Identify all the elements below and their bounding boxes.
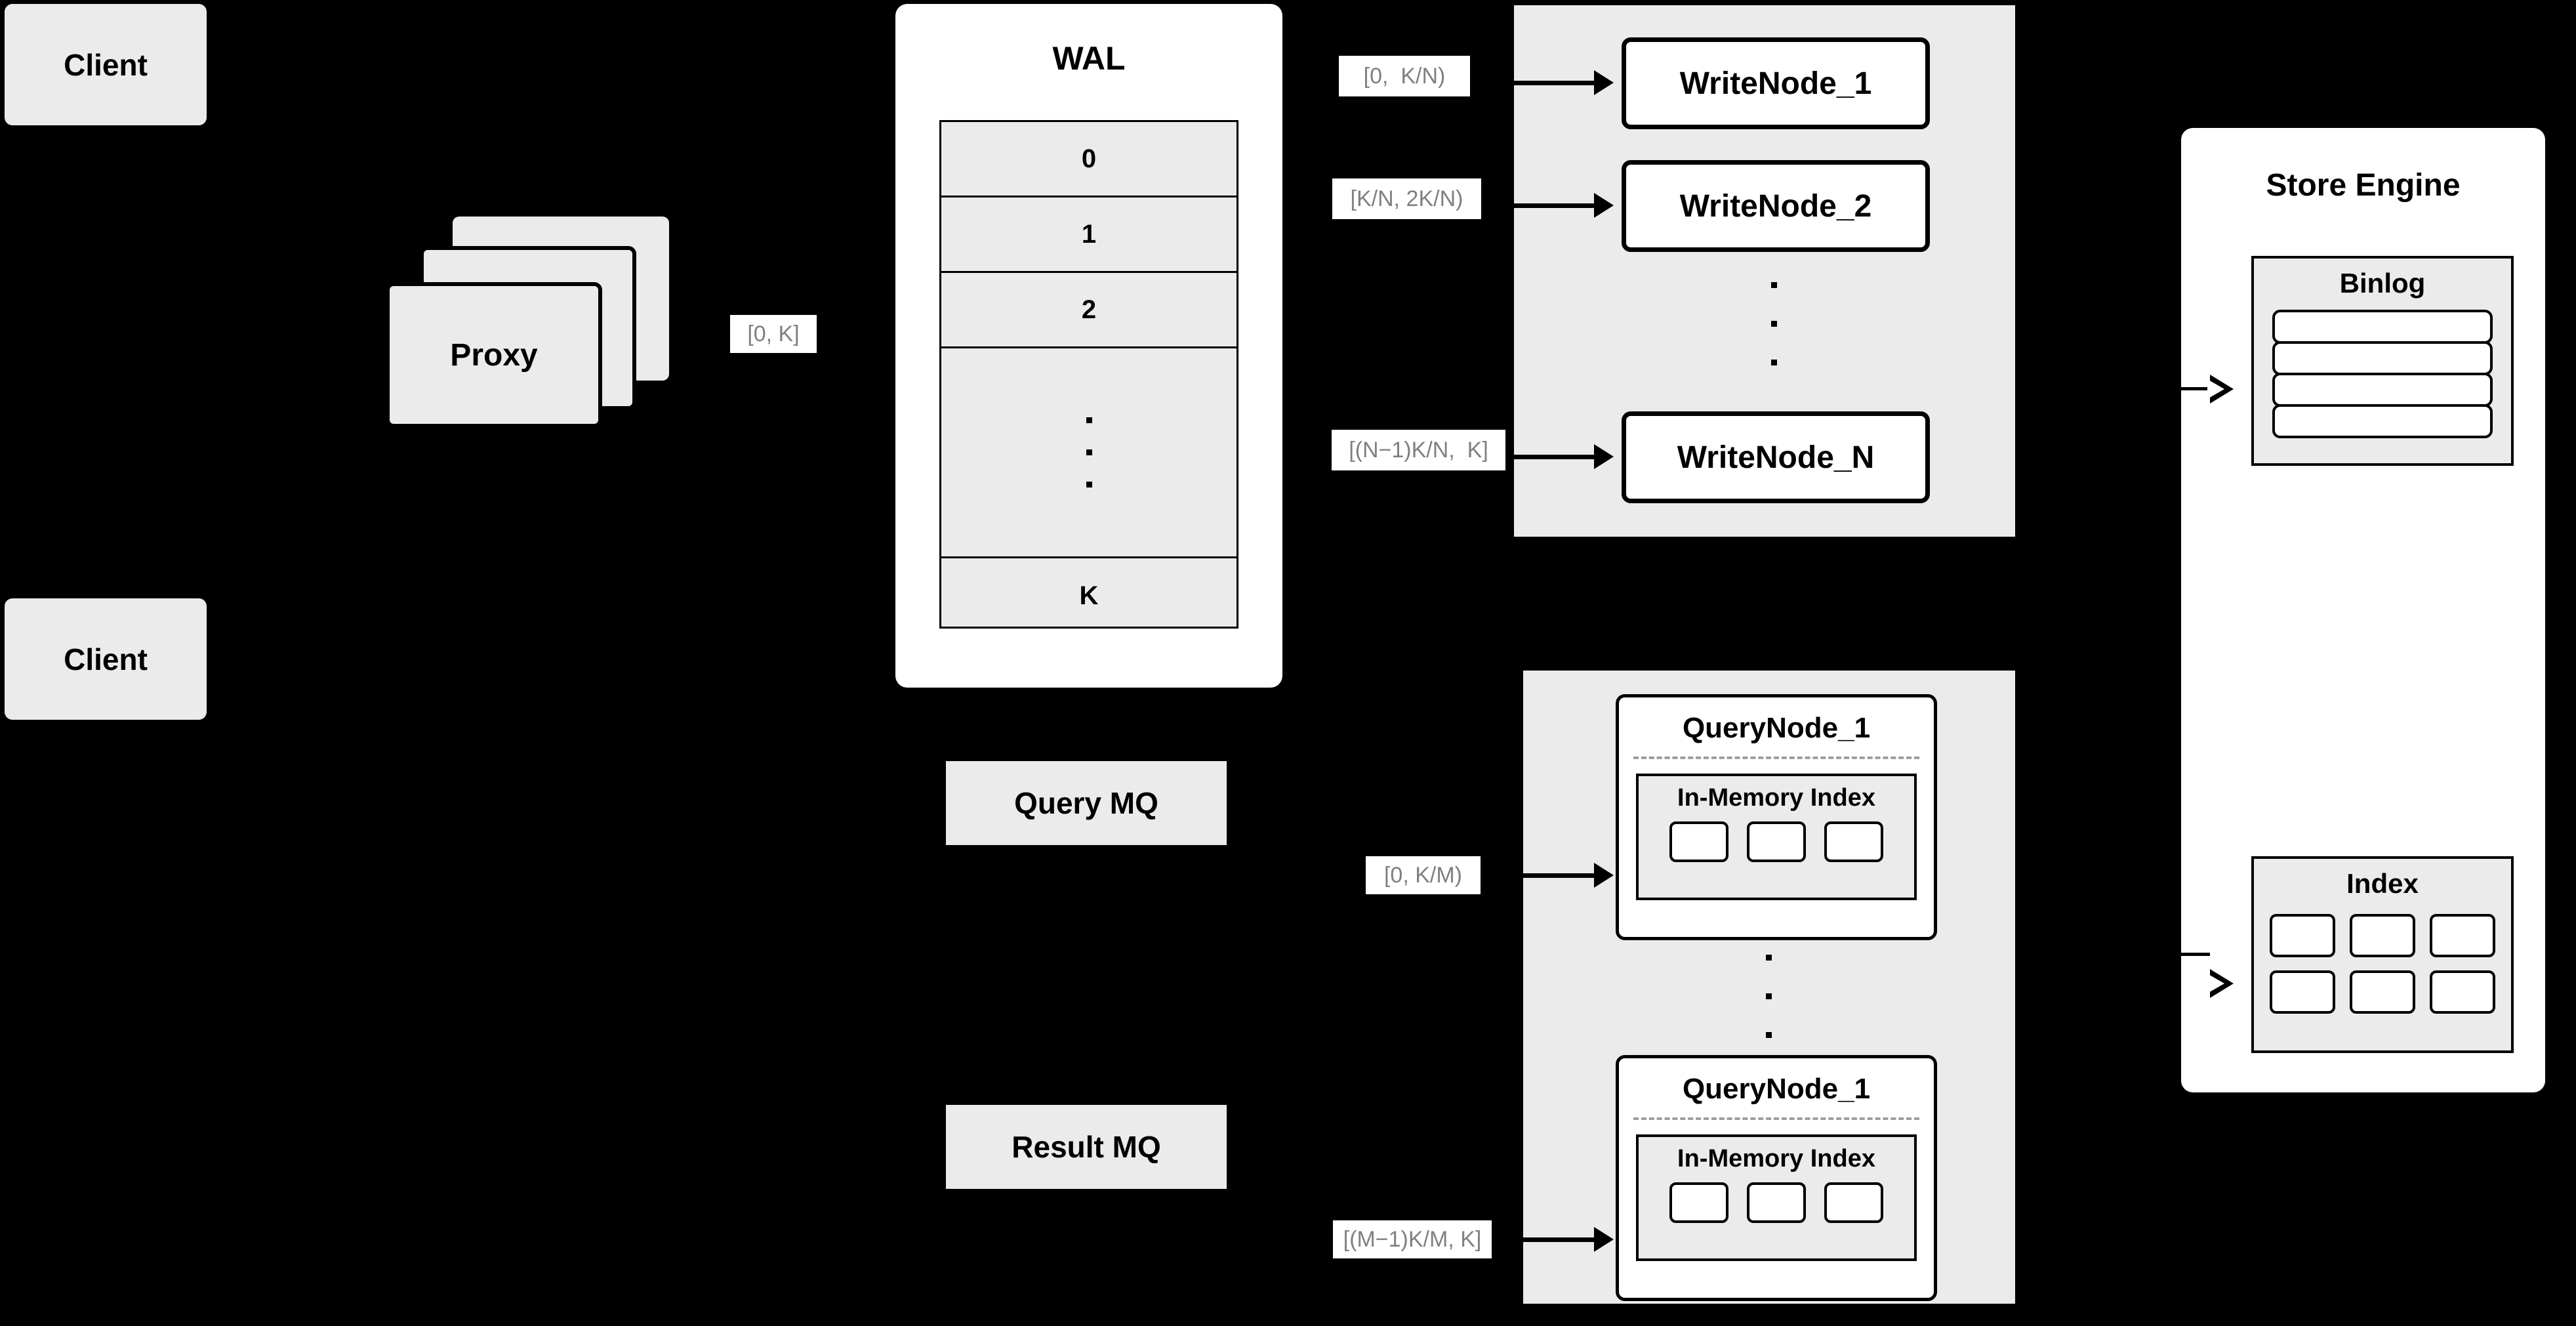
store-index-cell: [2350, 970, 2415, 1014]
query-node-m-index-cell: [1824, 1182, 1883, 1223]
query-mq-box: Query MQ: [946, 761, 1227, 845]
write-node-2-box: WriteNode_2: [1622, 160, 1930, 252]
query-node-1-index-cell: [1824, 821, 1883, 862]
write-node-2-arrow-line: [1502, 203, 1594, 208]
query-node-1-index-cell: [1747, 821, 1806, 862]
wal-title: WAL: [895, 39, 1282, 77]
write-node-n-arrow-line: [1509, 455, 1594, 459]
client-label-1: Client: [64, 47, 148, 82]
wal-table: 0 1 2 K: [939, 120, 1238, 629]
proxy-range-text: [0, K]: [747, 321, 800, 346]
query-node-1-box: QueryNode_1 In-Memory Index: [1616, 694, 1937, 940]
query-node-m-arrow-head: [1594, 1227, 1614, 1252]
proxy-box: Proxy: [386, 282, 602, 428]
query-node-m-separator: [1633, 1117, 1919, 1120]
store-index-cell: [2430, 914, 2495, 957]
wal-row-label-1: 1: [1081, 219, 1097, 249]
write-node-1-box: WriteNode_1: [1622, 37, 1930, 129]
query-node-1-arrow-line: [1507, 873, 1594, 878]
client-box-2: Client: [5, 598, 207, 720]
query-node-1-range-text: [0, K/M): [1383, 862, 1463, 888]
write-node-1-label: WriteNode_1: [1679, 66, 1872, 101]
write-node-2-arrow-head: [1594, 193, 1614, 218]
query-node-1-index-title: In-Memory Index: [1677, 784, 1875, 812]
index-arrow-line: [2181, 953, 2210, 956]
wal-row-k: K: [941, 558, 1237, 634]
store-engine-title: Store Engine: [2181, 167, 2545, 203]
store-engine-title-text: Store Engine: [2266, 168, 2461, 203]
wal-row-ellipsis: [941, 348, 1237, 558]
query-cluster-ellipsis-icon: [1766, 955, 1772, 1038]
write-node-1-range-text: [0, K/N): [1363, 63, 1446, 89]
write-node-1-arrow-line: [1496, 81, 1594, 85]
binlog-title: Binlog: [2339, 268, 2426, 299]
store-index-cell: [2270, 914, 2335, 957]
query-node-m-range-label: [(M−1)K/M, K]: [1333, 1220, 1492, 1258]
query-node-1-index-group: In-Memory Index: [1636, 774, 1917, 900]
binlog-group: Binlog: [2251, 256, 2514, 466]
query-node-1-range-label: [0, K/M): [1366, 856, 1481, 894]
query-node-m-range-text: [(M−1)K/M, K]: [1343, 1226, 1482, 1252]
query-node-1-label: QueryNode_1: [1682, 712, 1871, 744]
wal-row-2: 2: [941, 273, 1237, 348]
wal-title-text: WAL: [1052, 40, 1126, 77]
write-node-n-range-text: [(N−1)K/N, K]: [1349, 437, 1488, 463]
write-node-n-label: WriteNode_N: [1677, 440, 1875, 475]
query-node-m-label: QueryNode_1: [1682, 1073, 1871, 1105]
query-node-1-separator: [1633, 756, 1919, 759]
query-node-1-index-cell: [1669, 821, 1728, 862]
store-index-cell: [2270, 970, 2335, 1014]
write-node-1-range-label: [0, K/N): [1339, 56, 1470, 96]
store-index-cell: [2430, 970, 2495, 1014]
write-node-n-range-label: [(N−1)K/N, K]: [1332, 430, 1505, 470]
result-mq-label: Result MQ: [1012, 1130, 1161, 1164]
write-cluster-ellipsis-icon: [1771, 282, 1777, 365]
wal-row-1: 1: [941, 197, 1237, 273]
wal-row-0: 0: [941, 122, 1237, 197]
query-node-m-index-title: In-Memory Index: [1677, 1145, 1875, 1172]
client-label-2: Client: [64, 642, 148, 676]
query-mq-label: Query MQ: [1014, 786, 1158, 820]
binlog-row: [2272, 404, 2493, 438]
query-node-m-arrow-line: [1507, 1237, 1594, 1242]
write-node-2-label: WriteNode_2: [1679, 188, 1872, 224]
query-node-m-box: QueryNode_1 In-Memory Index: [1616, 1055, 1937, 1301]
query-node-m-index-cell: [1747, 1182, 1806, 1223]
write-node-n-arrow-head: [1594, 444, 1614, 469]
write-node-n-box: WriteNode_N: [1622, 411, 1930, 503]
query-node-m-index-cell: [1669, 1182, 1728, 1223]
query-node-1-arrow-head: [1594, 863, 1614, 888]
query-node-m-index-group: In-Memory Index: [1636, 1134, 1917, 1261]
binlog-row: [2272, 310, 2493, 344]
wal-row-label-k: K: [1079, 581, 1099, 610]
store-index-cell: [2350, 914, 2415, 957]
write-node-1-arrow-head: [1594, 70, 1614, 95]
store-index-group: Index: [2251, 856, 2514, 1053]
binlog-row: [2272, 341, 2493, 375]
binlog-arrow-head: [2207, 375, 2234, 404]
client-box-1: Client: [5, 4, 207, 125]
wal-row-label-2: 2: [1081, 295, 1097, 324]
binlog-arrow-line: [2181, 387, 2210, 390]
wal-ellipsis-icon: [1086, 417, 1092, 487]
write-node-2-range-text: [K/N, 2K/N): [1350, 186, 1463, 211]
proxy-label: Proxy: [450, 337, 538, 373]
write-node-2-range-label: [K/N, 2K/N): [1332, 178, 1481, 219]
binlog-row: [2272, 373, 2493, 407]
store-index-title: Index: [2346, 868, 2419, 899]
proxy-range-label: [0, K]: [730, 315, 817, 353]
wal-row-label-0: 0: [1081, 144, 1097, 173]
index-arrow-head: [2207, 969, 2234, 998]
result-mq-box: Result MQ: [946, 1105, 1227, 1189]
